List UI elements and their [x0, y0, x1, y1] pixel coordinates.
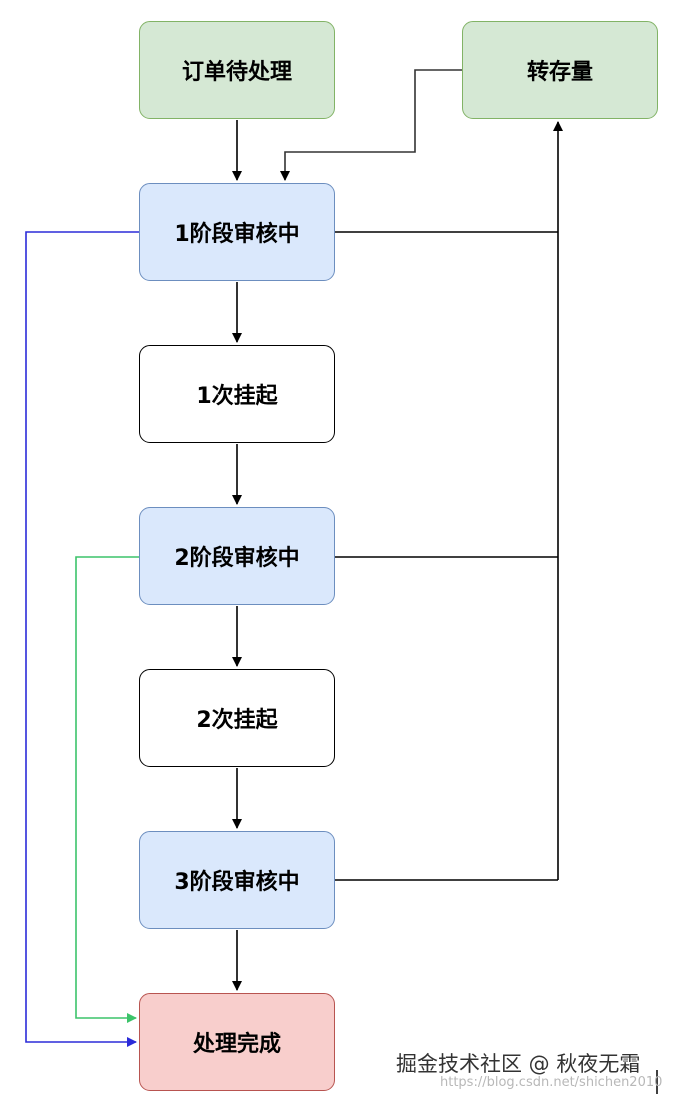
- node-stage3-review: 3阶段审核中: [139, 831, 335, 929]
- node-stage1-review: 1阶段审核中: [139, 183, 335, 281]
- watermark-url: https://blog.csdn.net/shichen2010: [440, 1075, 663, 1090]
- watermark-text: 掘金技术社区 @ 秋夜无霜: [396, 1052, 641, 1076]
- node-suspend2-label: 2次挂起: [196, 708, 278, 733]
- edge-transfer-to-stage1: [280, 69, 462, 181]
- node-done-label: 处理完成: [192, 1032, 281, 1057]
- node-stage3-review-label: 3阶段审核中: [174, 870, 300, 895]
- node-transfer-label: 转存量: [526, 60, 593, 85]
- node-suspend1: 1次挂起: [139, 345, 335, 443]
- node-stage2-review-label: 2阶段审核中: [174, 546, 300, 571]
- node-suspend2: 2次挂起: [139, 669, 335, 767]
- edge-stage1-to-done-blue: [25, 231, 140, 1047]
- node-order-pending: 订单待处理: [139, 21, 335, 119]
- edge-stage2-to-done-green: [75, 556, 140, 1023]
- node-suspend1-label: 1次挂起: [196, 384, 278, 409]
- node-done: 处理完成: [139, 993, 335, 1091]
- node-order-pending-label: 订单待处理: [181, 60, 292, 85]
- node-transfer: 转存量: [462, 21, 658, 119]
- node-stage2-review: 2阶段审核中: [139, 507, 335, 605]
- node-stage1-review-label: 1阶段审核中: [174, 222, 300, 247]
